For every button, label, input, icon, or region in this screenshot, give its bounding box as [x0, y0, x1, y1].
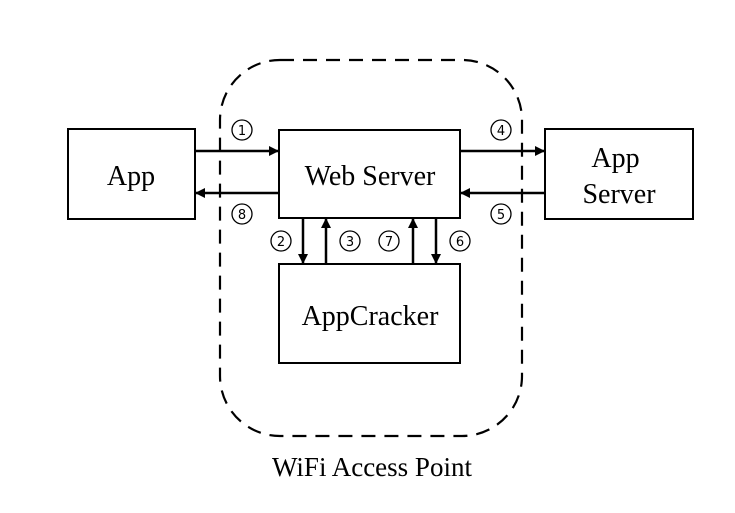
step-1-number: 1: [238, 124, 246, 139]
step-4-marker: 4: [490, 119, 512, 141]
step-3-marker: 3: [339, 230, 361, 252]
app-server-node: App Server: [544, 128, 694, 220]
app-server-label-line-1: App: [591, 143, 639, 174]
step-8-marker: 8: [231, 203, 253, 225]
step-5-number: 5: [497, 208, 505, 223]
step-8-number: 8: [238, 208, 246, 223]
app-label: App: [107, 161, 155, 192]
step-6-number: 6: [456, 235, 464, 250]
step-2-number: 2: [277, 235, 285, 250]
step-2-marker: 2: [270, 230, 292, 252]
wifi-access-point-label: WiFi Access Point: [272, 452, 472, 482]
step-1-marker: 1: [231, 119, 253, 141]
app-server-label: App Server: [582, 143, 656, 210]
step-3-number: 3: [346, 235, 354, 250]
web-server-node: Web Server: [278, 129, 461, 219]
web-server-label: Web Server: [305, 161, 436, 192]
step-5-marker: 5: [490, 203, 512, 225]
appcracker-node: AppCracker: [278, 263, 461, 364]
app-node: App: [67, 128, 196, 220]
step-6-marker: 6: [449, 230, 471, 252]
appcracker-label: AppCracker: [302, 301, 440, 332]
app-server-label-line-2: Server: [582, 179, 656, 210]
step-7-number: 7: [385, 235, 393, 250]
step-4-number: 4: [497, 124, 505, 139]
wifi-access-point-boundary: [218, 58, 524, 438]
step-7-marker: 7: [378, 230, 400, 252]
